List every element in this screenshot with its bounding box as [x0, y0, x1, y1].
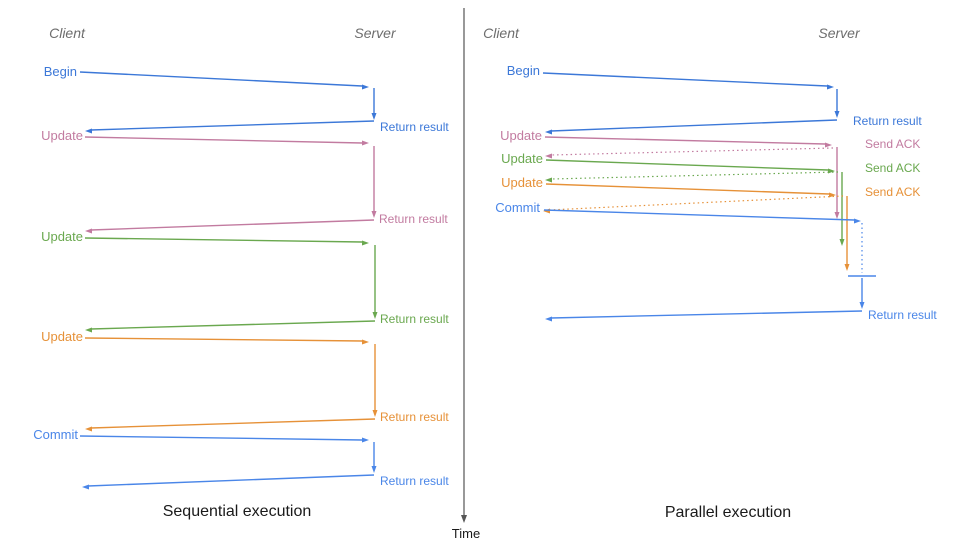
arrowhead-left-icon [543, 208, 550, 214]
arrowhead-left-icon [85, 426, 92, 432]
left-client-header: Client [49, 25, 86, 41]
left-begin-request-arrow [79, 71, 363, 87]
arrowhead-right-icon [362, 140, 369, 146]
arrowhead-down-icon [844, 264, 850, 271]
right-update3-ack-arrow [548, 195, 844, 211]
arrowhead-right-icon [362, 240, 369, 246]
arrowhead-down-icon [372, 410, 378, 417]
left-begin-label: Begin [44, 64, 77, 79]
right-begin-response-arrow [550, 119, 838, 132]
arrowhead-left-icon [545, 129, 552, 135]
left-message-commit: Commit Return result [33, 427, 449, 490]
right-update2-request-arrow [545, 159, 829, 171]
arrowhead-right-icon [362, 437, 369, 443]
sequential-diagram: Client Server Begin Return result Update… [33, 25, 449, 520]
right-commit-label: Commit [495, 200, 540, 215]
arrowhead-down-icon [834, 212, 840, 219]
left-message-update2: Update Return result [41, 229, 449, 333]
arrowhead-left-icon [85, 128, 92, 134]
time-axis: Time [452, 8, 480, 540]
time-axis-label: Time [452, 526, 480, 540]
arrowhead-right-icon [362, 84, 369, 90]
left-commit-request-arrow [79, 435, 363, 441]
left-update1-request-arrow [84, 136, 363, 144]
arrowhead-right-icon [854, 218, 861, 224]
parallel-caption: Parallel execution [665, 504, 791, 521]
arrowhead-down-icon [371, 466, 377, 473]
arrowhead-down-icon [372, 312, 378, 319]
right-update2-response-label: Send ACK [865, 161, 920, 175]
right-update1-label: Update [500, 128, 542, 143]
arrowhead-right-icon [827, 84, 834, 90]
right-begin-request-arrow [542, 72, 828, 87]
right-commit-response-arrow [550, 310, 863, 319]
left-commit-response-arrow [87, 474, 375, 487]
right-server-header: Server [818, 25, 861, 41]
left-update2-response-label: Return result [380, 312, 449, 326]
left-update3-response-label: Return result [380, 410, 449, 424]
right-message-begin: Begin Return result [507, 63, 922, 135]
arrowhead-down-icon [859, 302, 865, 309]
right-commit-request-arrow [543, 209, 855, 221]
arrowhead-down-icon [371, 113, 377, 120]
left-commit-response-label: Return result [380, 474, 449, 488]
right-update3-label: Update [501, 175, 543, 190]
left-update3-label: Update [41, 329, 83, 344]
right-update1-request-arrow [544, 136, 826, 145]
arrowhead-left-icon [545, 316, 552, 322]
right-begin-response-label: Return result [853, 114, 922, 128]
right-message-update3: Update Send ACK [501, 175, 920, 271]
arrowhead-left-icon [82, 484, 89, 490]
arrowhead-down-icon [839, 239, 845, 246]
left-update1-label: Update [41, 128, 83, 143]
left-update3-response-arrow [90, 418, 376, 429]
left-server-header: Server [354, 25, 397, 41]
left-begin-response-arrow [90, 120, 375, 131]
arrowhead-down-icon [834, 111, 840, 118]
left-update3-request-arrow [84, 337, 363, 342]
arrowhead-left-icon [85, 228, 92, 234]
left-begin-response-label: Return result [380, 120, 449, 134]
left-update2-label: Update [41, 229, 83, 244]
right-message-update2: Update Send ACK [501, 151, 920, 246]
arrowhead-right-icon [825, 142, 832, 148]
arrowhead-right-icon [828, 168, 835, 174]
right-client-header: Client [483, 25, 520, 41]
right-message-commit: Commit Return result [495, 200, 937, 322]
left-update2-response-arrow [90, 320, 376, 330]
left-update2-request-arrow [84, 237, 363, 243]
left-message-begin: Begin Return result [44, 64, 450, 134]
sequential-caption: Sequential execution [163, 503, 312, 520]
left-update1-response-label: Return result [379, 212, 448, 226]
right-update1-ack-arrow [550, 147, 834, 156]
right-commit-response-label: Return result [868, 308, 937, 322]
arrowhead-left-icon [545, 153, 552, 159]
arrowhead-right-icon [362, 339, 369, 345]
right-update2-label: Update [501, 151, 543, 166]
left-message-update3: Update Return result [41, 329, 449, 432]
left-update1-response-arrow [90, 219, 375, 231]
right-message-update1: Update Send ACK [500, 128, 920, 219]
right-update3-request-arrow [545, 183, 830, 195]
right-update3-response-label: Send ACK [865, 185, 920, 199]
right-update1-response-label: Send ACK [865, 137, 920, 151]
arrowhead-left-icon [545, 177, 552, 183]
right-begin-label: Begin [507, 63, 540, 78]
left-commit-label: Commit [33, 427, 78, 442]
arrowhead-down-icon [371, 211, 377, 218]
left-message-update1: Update Return result [41, 128, 448, 234]
arrowhead-right-icon [829, 192, 836, 198]
arrowhead-down-icon [461, 515, 467, 523]
right-update2-ack-arrow [550, 171, 839, 180]
parallel-diagram: Client Server Begin Return result Update… [483, 25, 937, 521]
arrowhead-left-icon [85, 327, 92, 333]
